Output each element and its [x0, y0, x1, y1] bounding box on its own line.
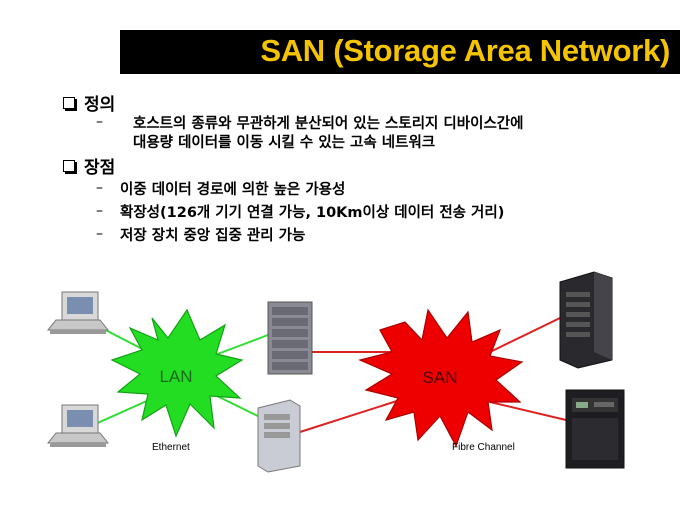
- rack-server-icon: [267, 301, 313, 375]
- advantage-item-3: 저장 장치 중앙 집중 관리 가능: [120, 228, 306, 244]
- title-bar: SAN (Storage Area Network): [120, 30, 680, 74]
- storage-array-icon: [559, 271, 613, 369]
- san-links: [299, 317, 567, 433]
- dash-bullet-icon: –: [96, 226, 103, 242]
- advantage-item-2: 확장성(126개 기기 연결 가능, 10Km이상 데이터 전송 거리): [120, 205, 505, 221]
- desktop-pc-icon: [46, 291, 110, 334]
- checkbox-bullet-icon: [63, 160, 75, 172]
- san-cloud-icon: [358, 308, 524, 448]
- tower-server-icon: [257, 399, 301, 473]
- dash-bullet-icon: –: [96, 114, 103, 130]
- dash-bullet-icon: –: [96, 180, 103, 196]
- san-label: SAN: [423, 368, 458, 387]
- dash-bullet-icon: –: [96, 203, 103, 219]
- definition-line-1: 호스트의 종류와 무관하게 분산되어 있는 스토리지 디바이스간에: [133, 116, 524, 132]
- lan-cloud-icon: [110, 308, 244, 438]
- ethernet-label: Ethernet: [152, 442, 190, 453]
- section-heading-definition: 정의: [63, 90, 115, 115]
- definition-line-2: 대용량 데이터를 이동 시킬 수 있는 고속 네트워크: [133, 135, 436, 151]
- lan-label: LAN: [159, 367, 192, 386]
- slide-title: SAN (Storage Area Network): [260, 33, 670, 68]
- section-heading-advantages: 장점: [63, 153, 115, 178]
- tape-library-icon: [565, 389, 625, 469]
- desktop-pc-icon: [46, 404, 110, 447]
- advantage-item-1: 이중 데이터 경로에 의한 높은 가용성: [120, 182, 346, 198]
- fibre-channel-label: Fibre Channel: [452, 442, 515, 453]
- checkbox-bullet-icon: [63, 97, 75, 109]
